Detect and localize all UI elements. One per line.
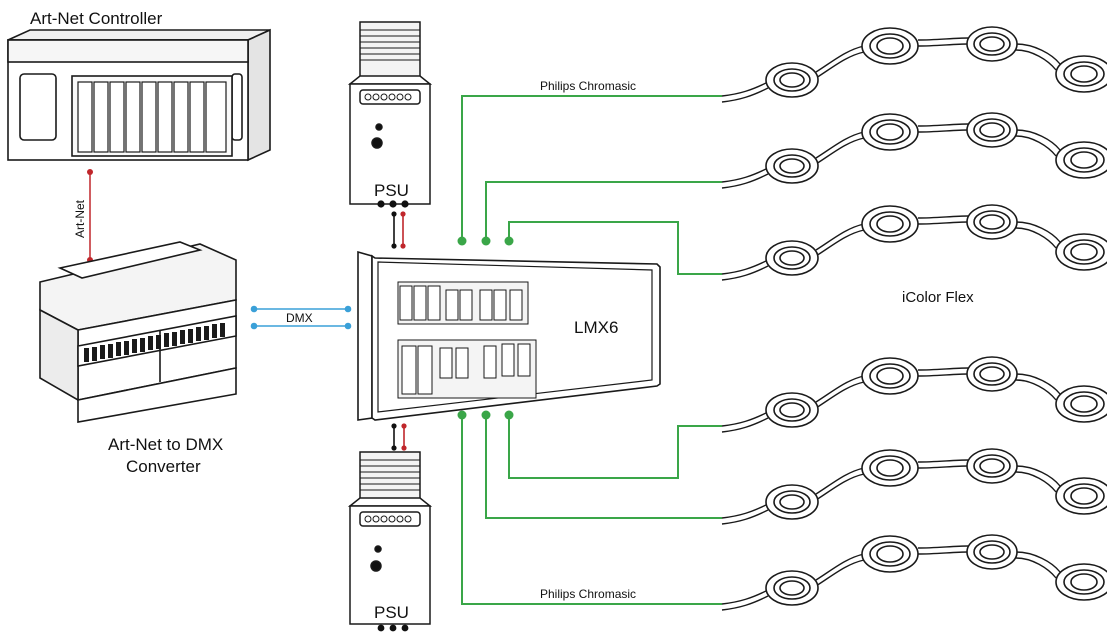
icolor-strand-4	[721, 356, 1107, 433]
psu-top	[347, 21, 433, 208]
icolor-strand-3	[721, 204, 1107, 281]
converter-label-line2: Converter	[126, 457, 201, 476]
icolor-strand-1	[721, 26, 1107, 103]
artnet-controller	[7, 28, 271, 162]
lmx-label: LMX6	[574, 318, 618, 337]
icolor-strand-5	[721, 448, 1107, 525]
psu-bottom-label: PSU	[374, 603, 409, 622]
controller-label: Art-Net Controller	[30, 9, 163, 28]
chromasic-bottom-label: Philips Chromasic	[540, 587, 636, 601]
chromasic-cables	[461, 95, 722, 605]
dmx-label: DMX	[286, 311, 313, 325]
artnet-dmx-converter	[39, 241, 237, 423]
psu-bottom	[347, 451, 433, 632]
converter-label-line1: Art-Net to DMX	[108, 435, 223, 454]
icolor-strand-6	[721, 534, 1107, 611]
icolor-strand-2	[721, 112, 1107, 189]
icolor-flex-strands	[721, 26, 1107, 611]
chromasic-top-label: Philips Chromasic	[540, 79, 636, 93]
chromasic-connectors	[457, 236, 514, 420]
dmx-cables	[250, 305, 352, 330]
artnet-cable	[87, 169, 93, 263]
psu-top-label: PSU	[374, 181, 409, 200]
icolor-label: iColor Flex	[902, 289, 974, 306]
artnet-link-label: Art-Net	[73, 199, 87, 238]
psu-top-power-leads	[391, 211, 406, 249]
psu-bottom-power-leads	[391, 423, 407, 451]
lmx6-controller	[357, 250, 661, 421]
